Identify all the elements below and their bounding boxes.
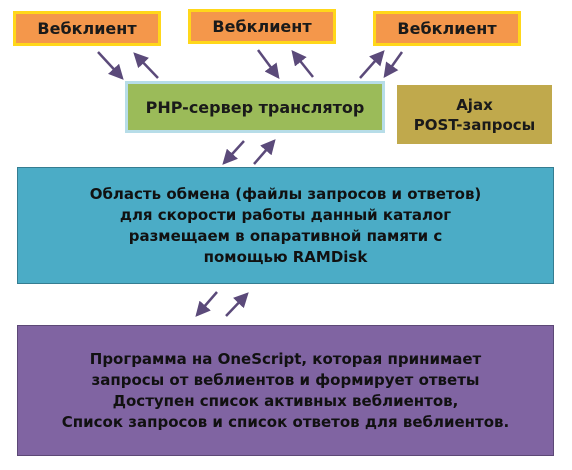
arrow-client3-to-server [383, 51, 404, 79]
exchange-area-box: Область обмена (файлы запросов и ответов… [17, 167, 554, 284]
arrow-exchange-to-server [253, 139, 276, 165]
webclient-box-2: Вебклиент [188, 9, 336, 44]
arrow-server-to-exchange [222, 140, 245, 165]
arrow-exchange-to-program [195, 291, 218, 317]
arrow-server-to-client3 [359, 50, 385, 79]
arrow-server-to-client1 [133, 52, 159, 79]
onescript-program-box: Программа на OneScript, которая принимае… [17, 325, 554, 456]
php-server-box: PHP-сервер транслятор [125, 81, 385, 133]
ajax-post-note: Ajax POST-запросы [397, 85, 552, 144]
arrow-client1-to-server [97, 51, 124, 80]
webclient-box-1: Вебклиент [13, 11, 161, 46]
arrow-client2-to-server [256, 49, 280, 80]
arrow-program-to-exchange [225, 292, 249, 317]
arrow-server-to-client2 [291, 50, 314, 78]
webclient-box-3: Вебклиент [373, 11, 521, 46]
